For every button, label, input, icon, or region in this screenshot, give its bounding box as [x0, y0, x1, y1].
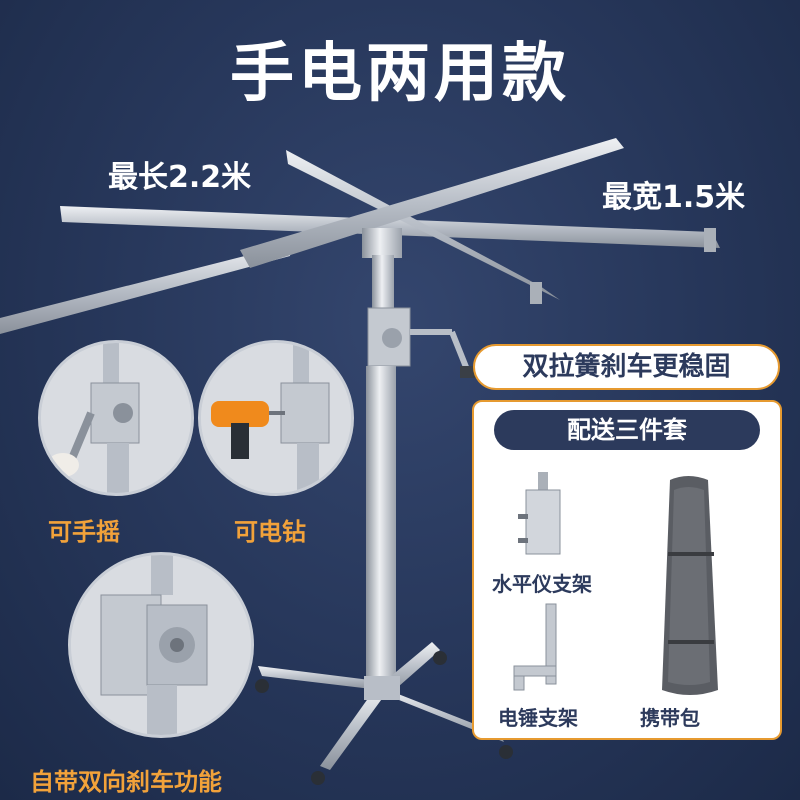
- max-width-label: 最宽1.5米: [602, 180, 746, 215]
- kit-item-label: 电锤支架: [498, 706, 578, 730]
- kit-item-label: 携带包: [640, 706, 700, 730]
- hand-crank-icon: [41, 343, 191, 493]
- electric-drill-icon: [201, 343, 351, 493]
- gearbox-icon: [71, 555, 251, 735]
- kit-illustration: [513, 472, 718, 695]
- kit-item-label: 水平仪支架: [492, 572, 592, 596]
- brake-gearbox-detail: [68, 552, 254, 738]
- page-title: 手电两用款: [230, 37, 570, 111]
- max-length-label: 最长2.2米: [108, 160, 252, 195]
- electric-drill-caption: 可电钻: [234, 518, 306, 546]
- level-bracket-icon: [518, 472, 561, 555]
- carry-bag-icon: [662, 476, 718, 695]
- brake-caption: 自带双向刹车功能: [30, 768, 222, 796]
- kit-header: 配送三件套: [494, 410, 760, 450]
- accessory-kit-panel: 配送三件套 水平仪支架 电锤支架 携带包: [472, 400, 782, 740]
- hand-crank-detail: [38, 340, 194, 496]
- hand-crank-caption: 可手摇: [48, 518, 120, 546]
- spring-brake-badge: 双拉簧刹车更稳固: [473, 344, 780, 390]
- electric-drill-detail: [198, 340, 354, 496]
- hammer-bracket-icon: [513, 603, 557, 691]
